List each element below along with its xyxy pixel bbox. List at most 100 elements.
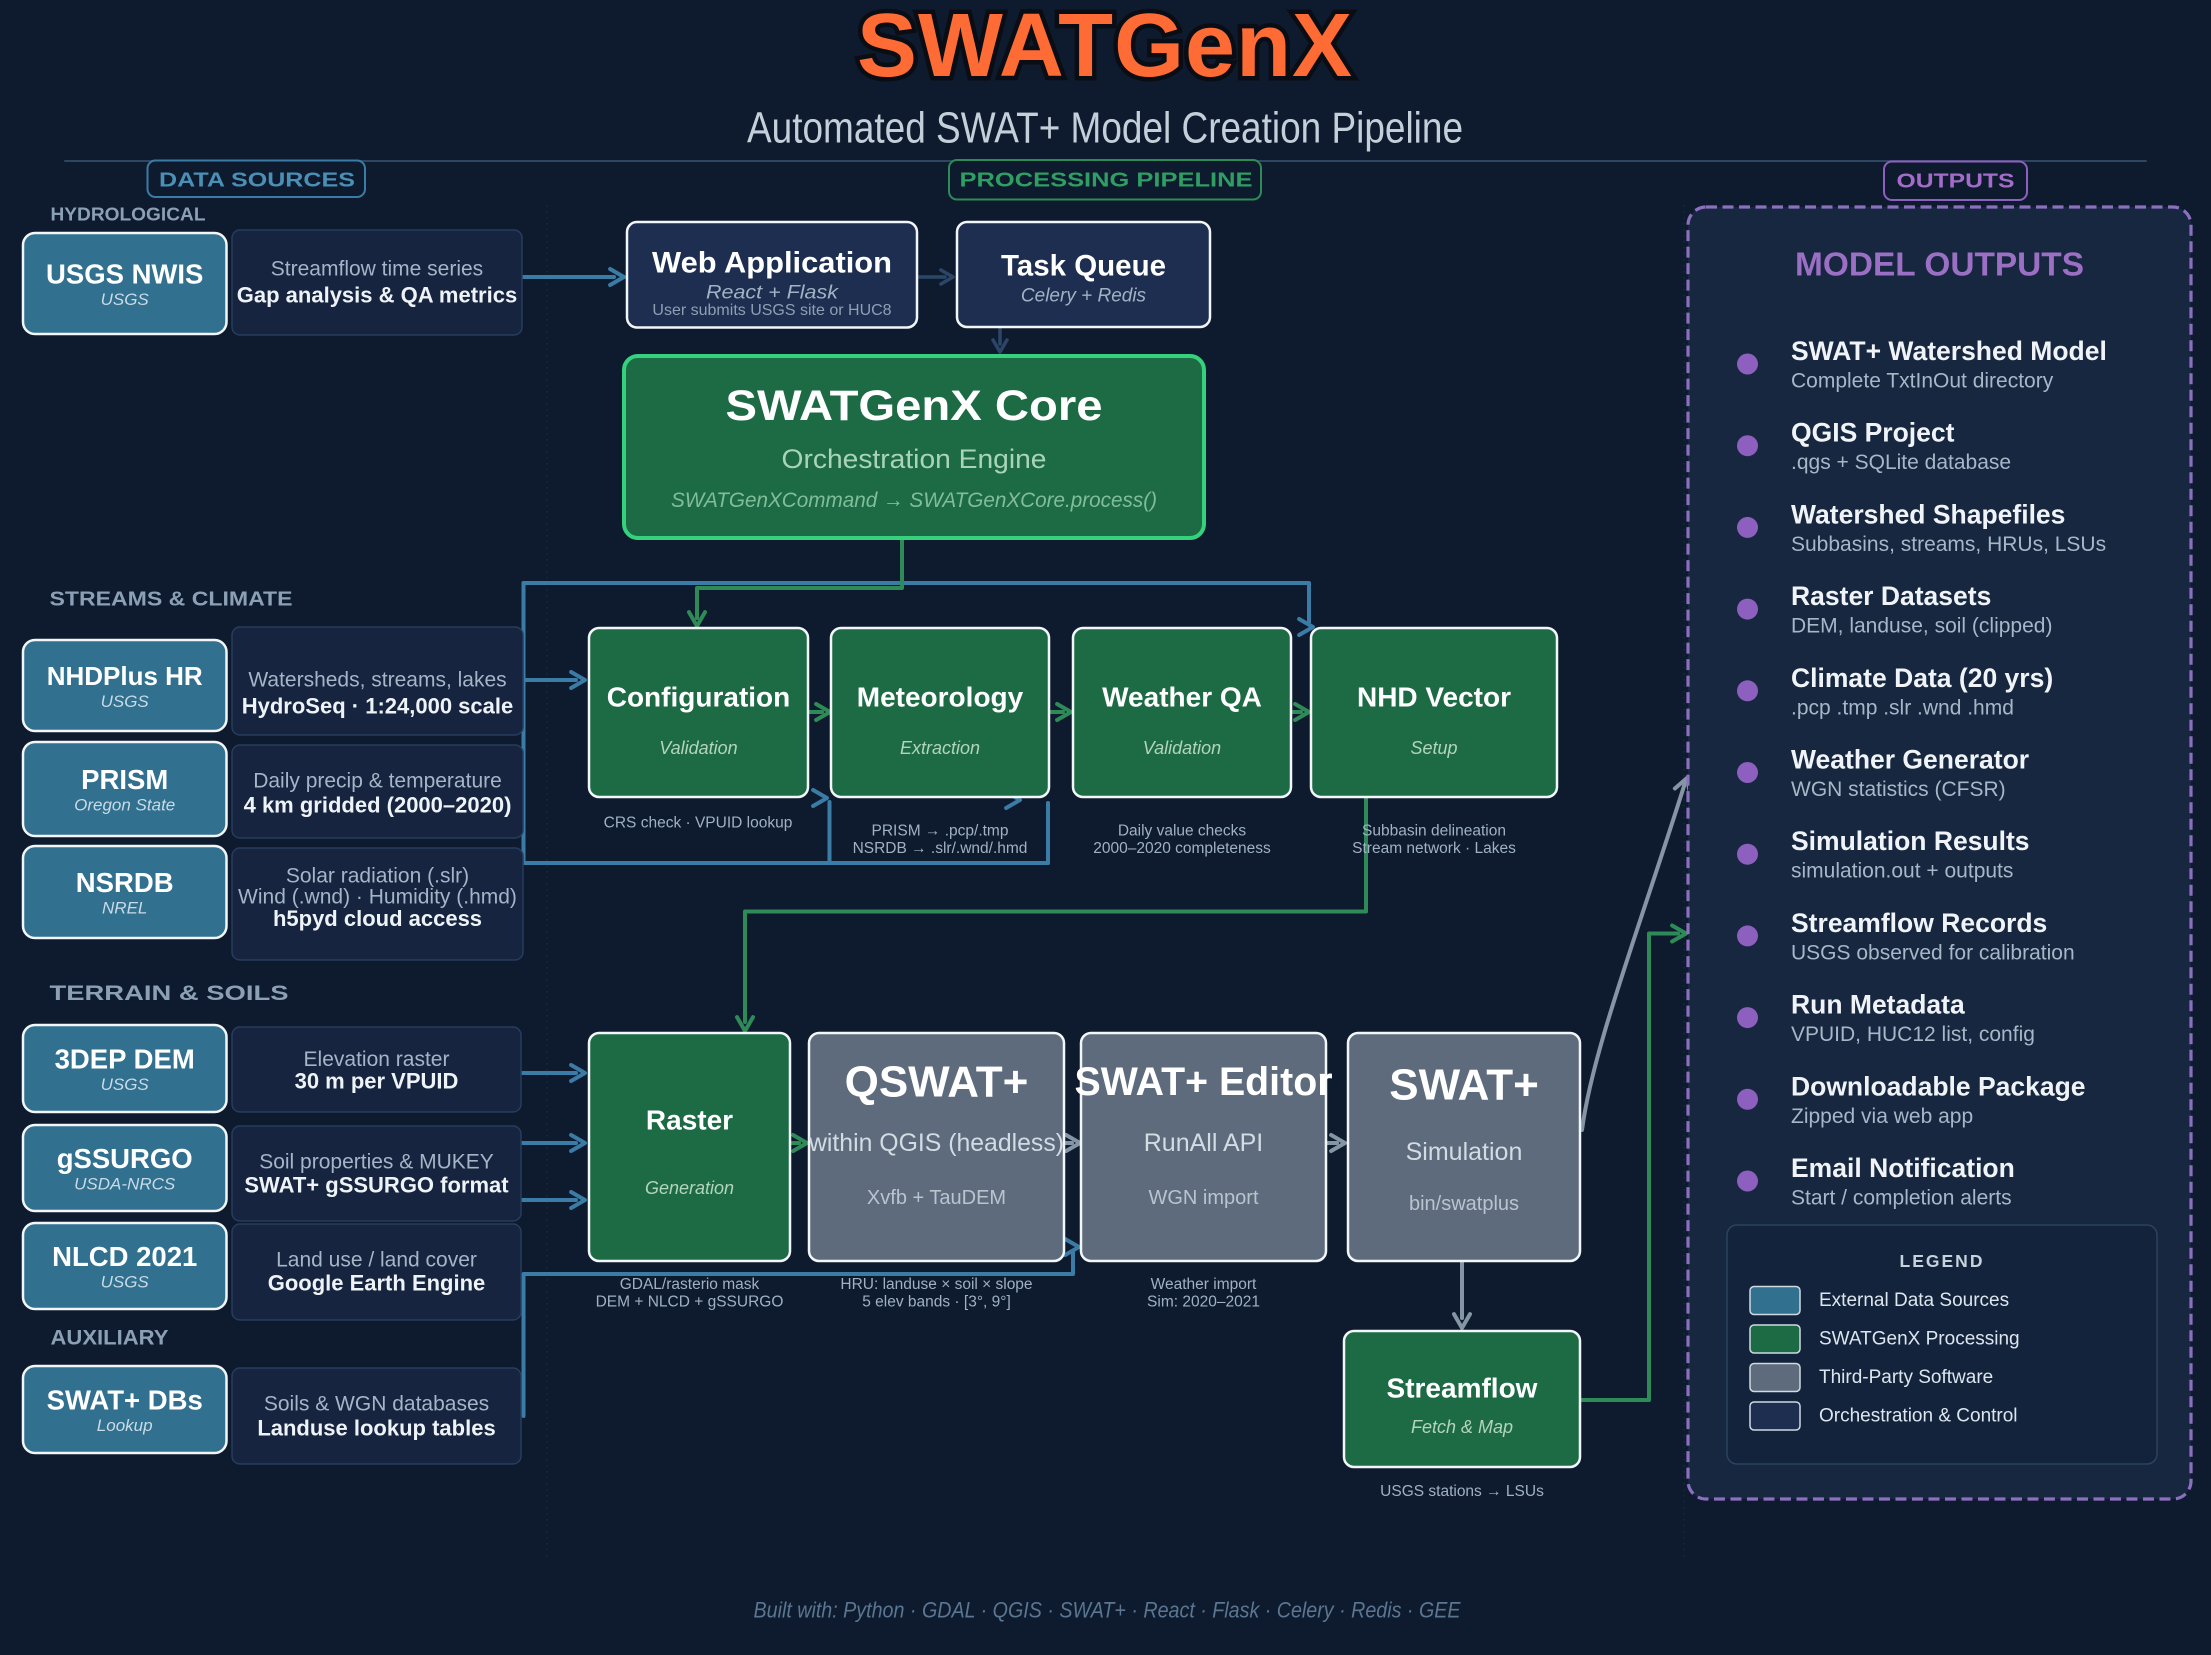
svg-text:LEGEND: LEGEND [1900,1251,1985,1271]
svg-text:h5pyd cloud access: h5pyd cloud access [273,906,482,931]
svg-text:Automated SWAT+ Model Creation: Automated SWAT+ Model Creation Pipeline [747,104,1463,153]
svg-text:Oregon State: Oregon State [74,796,175,815]
svg-text:SWATGenX Processing: SWATGenX Processing [1819,1329,2020,1350]
svg-text:TERRAIN & SOILS: TERRAIN & SOILS [50,982,289,1005]
svg-text:Start / completion alerts: Start / completion alerts [1791,1187,2012,1210]
svg-text:30 m per VPUID: 30 m per VPUID [295,1069,459,1094]
svg-text:Subbasins, streams, HRUs, LSUs: Subbasins, streams, HRUs, LSUs [1791,533,2106,556]
svg-text:Raster Datasets: Raster Datasets [1791,581,1991,611]
svg-text:User submits USGS site or HUC8: User submits USGS site or HUC8 [652,302,891,319]
svg-text:.qgs + SQLite database: .qgs + SQLite database [1791,451,2011,474]
svg-text:CRS check · VPUID lookup: CRS check · VPUID lookup [604,815,793,832]
svg-text:Email Notification: Email Notification [1791,1153,2015,1183]
svg-text:SWATGenX Core: SWATGenX Core [726,382,1103,430]
svg-text:4 km gridded (2000–2020): 4 km gridded (2000–2020) [244,793,512,818]
svg-text:2000–2020 completeness: 2000–2020 completeness [1093,840,1271,857]
svg-text:WGN statistics (CFSR): WGN statistics (CFSR) [1791,778,2006,801]
svg-text:Simulation: Simulation [1406,1138,1523,1166]
svg-text:NLCD 2021: NLCD 2021 [52,1241,197,1272]
svg-text:Generation: Generation [645,1178,734,1198]
svg-text:Web Application: Web Application [652,247,892,280]
svg-text:OUTPUTS: OUTPUTS [1897,170,2015,193]
svg-text:Climate Data (20 yrs): Climate Data (20 yrs) [1791,663,2053,693]
svg-text:Google Earth Engine: Google Earth Engine [268,1271,486,1296]
svg-text:NREL: NREL [102,899,147,918]
svg-text:DATA SOURCES: DATA SOURCES [159,169,355,192]
svg-text:within QGIS (headless): within QGIS (headless) [808,1129,1064,1157]
svg-text:Solar radiation (.slr): Solar radiation (.slr) [286,865,469,888]
svg-text:USGS stations → LSUs: USGS stations → LSUs [1380,1483,1544,1500]
svg-text:gSSURGO: gSSURGO [57,1143,193,1174]
svg-text:Raster: Raster [646,1105,733,1136]
svg-text:React + Flask: React + Flask [706,283,840,304]
svg-text:Watersheds, streams, lakes: Watersheds, streams, lakes [248,669,506,692]
svg-text:PROCESSING PIPELINE: PROCESSING PIPELINE [960,169,1253,192]
svg-text:USGS observed for calibration: USGS observed for calibration [1791,941,2075,964]
svg-text:HRU: landuse × soil × slope: HRU: landuse × soil × slope [840,1276,1032,1293]
svg-text:SWAT+ DBs: SWAT+ DBs [47,1385,203,1416]
svg-text:.pcp .tmp .slr .wnd .hmd: .pcp .tmp .slr .wnd .hmd [1791,696,2014,719]
svg-text:Elevation raster: Elevation raster [304,1048,450,1071]
svg-text:SWATGenXCommand → SWATGenXCore: SWATGenXCommand → SWATGenXCore.process() [671,488,1157,512]
svg-text:Run Metadata: Run Metadata [1791,990,1965,1020]
svg-text:Meteorology: Meteorology [857,682,1024,713]
svg-text:Sim: 2020–2021: Sim: 2020–2021 [1147,1294,1260,1311]
svg-text:Soils & WGN databases: Soils & WGN databases [264,1393,489,1416]
svg-text:WGN import: WGN import [1149,1187,1259,1209]
svg-text:USGS: USGS [101,1273,150,1292]
svg-text:NSRDB → .slr/.wnd/.hmd: NSRDB → .slr/.wnd/.hmd [853,840,1028,857]
svg-text:USDA-NRCS: USDA-NRCS [74,1175,176,1194]
svg-text:Downloadable Package: Downloadable Package [1791,1071,2086,1101]
svg-text:QGIS Project: QGIS Project [1791,418,1955,448]
svg-text:Setup: Setup [1410,738,1457,758]
svg-text:Gap analysis & QA metrics: Gap analysis & QA metrics [237,283,517,308]
svg-text:Extraction: Extraction [900,738,980,758]
svg-text:Validation: Validation [1143,738,1221,758]
svg-text:HYDROLOGICAL: HYDROLOGICAL [51,204,206,225]
svg-text:USGS: USGS [101,290,150,309]
svg-text:Stream network · Lakes: Stream network · Lakes [1352,840,1516,857]
svg-text:NSRDB: NSRDB [76,867,174,898]
svg-text:Streamflow time series: Streamflow time series [271,258,483,281]
svg-text:SWAT+ gSSURGO format: SWAT+ gSSURGO format [244,1173,509,1198]
svg-text:RunAll API: RunAll API [1144,1129,1264,1157]
svg-text:Configuration: Configuration [607,682,791,713]
svg-text:Weather QA: Weather QA [1102,682,1262,713]
svg-text:QSWAT+: QSWAT+ [845,1058,1029,1107]
svg-text:MODEL OUTPUTS: MODEL OUTPUTS [1795,246,2084,283]
svg-text:Orchestration Engine: Orchestration Engine [782,444,1047,474]
svg-text:USGS: USGS [101,1075,150,1094]
svg-text:SWAT+ Editor: SWAT+ Editor [1075,1060,1333,1104]
svg-text:HydroSeq · 1:24,000 scale: HydroSeq · 1:24,000 scale [242,694,513,719]
svg-text:External Data Sources: External Data Sources [1819,1290,2009,1311]
svg-text:Xvfb + TauDEM: Xvfb + TauDEM [867,1187,1006,1209]
svg-text:Watershed Shapefiles: Watershed Shapefiles [1791,499,2065,529]
svg-text:Streamflow Records: Streamflow Records [1791,908,2047,938]
svg-text:Wind (.wnd) · Humidity (.hmd): Wind (.wnd) · Humidity (.hmd) [238,886,517,909]
svg-text:Simulation Results: Simulation Results [1791,826,2030,856]
svg-text:USGS NWIS: USGS NWIS [46,259,203,290]
svg-text:GDAL/rasterio mask: GDAL/rasterio mask [620,1276,760,1293]
svg-text:Validation: Validation [659,738,737,758]
svg-text:VPUID, HUC12 list, config: VPUID, HUC12 list, config [1791,1023,2035,1046]
svg-text:STREAMS & CLIMATE: STREAMS & CLIMATE [50,589,293,611]
svg-text:Third-Party Software: Third-Party Software [1819,1367,1993,1388]
svg-text:NHD Vector: NHD Vector [1357,682,1511,713]
svg-text:PRISM → .pcp/.tmp: PRISM → .pcp/.tmp [872,823,1009,840]
svg-text:Zipped via web app: Zipped via web app [1791,1105,1973,1128]
svg-text:DEM + NLCD + gSSURGO: DEM + NLCD + gSSURGO [596,1294,784,1311]
svg-text:Complete TxtInOut directory: Complete TxtInOut directory [1791,370,2054,393]
svg-text:5 elev bands · [3°, 9°]: 5 elev bands · [3°, 9°] [862,1294,1011,1311]
svg-text:Weather import: Weather import [1151,1276,1257,1293]
svg-text:DEM, landuse, soil (clipped): DEM, landuse, soil (clipped) [1791,615,2052,638]
svg-text:SWAT+ Watershed Model: SWAT+ Watershed Model [1791,336,2107,366]
svg-text:SWAT+: SWAT+ [1389,1061,1539,1110]
svg-text:Celery + Redis: Celery + Redis [1021,286,1147,307]
svg-text:Daily precip & temperature: Daily precip & temperature [253,770,502,793]
svg-text:Streamflow: Streamflow [1387,1373,1538,1404]
svg-text:NHDPlus HR: NHDPlus HR [47,661,203,691]
svg-text:Soil properties & MUKEY: Soil properties & MUKEY [259,1151,494,1174]
svg-text:Task Queue: Task Queue [1001,250,1166,283]
svg-text:bin/swatplus: bin/swatplus [1409,1193,1519,1215]
svg-text:Orchestration & Control: Orchestration & Control [1819,1406,2018,1427]
